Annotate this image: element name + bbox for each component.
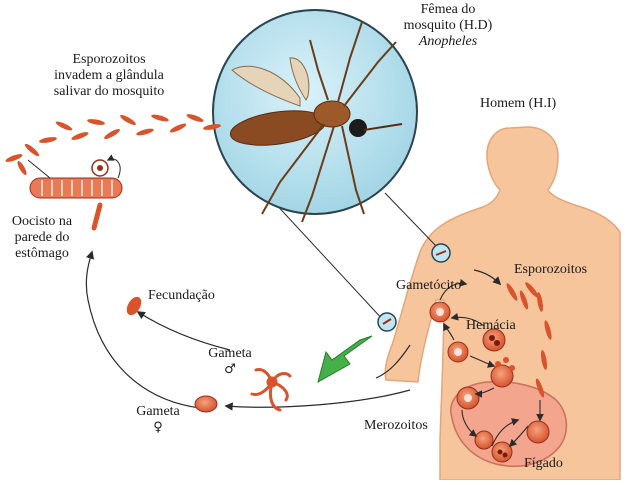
human-torso-icon bbox=[384, 126, 621, 481]
male-symbol: ♂ bbox=[224, 362, 236, 377]
label-man: Homem (H.I) bbox=[480, 96, 557, 111]
label-oocyst-line3: estômago bbox=[15, 246, 69, 261]
stomach-wall-icon bbox=[27, 154, 123, 231]
label-sporozoites-gland-line2: invadem a glândula bbox=[54, 68, 164, 83]
label-sporozoites: Esporozoitos bbox=[514, 262, 588, 277]
label-male-gamete-text: Gameta bbox=[208, 346, 252, 361]
blood-sample-lens-lower bbox=[377, 312, 397, 332]
female-gamete-cell bbox=[194, 395, 218, 413]
mosquito-icon bbox=[229, 21, 403, 223]
label-female-mosquito: Fêmea do mosquito (H.D) Anopheles bbox=[378, 2, 518, 50]
label-oocyst: Oocisto na parede do estômago bbox=[2, 214, 82, 262]
zygote-cell bbox=[126, 296, 142, 316]
label-oocyst-line1: Oocisto na bbox=[11, 214, 73, 229]
label-female-gamete-text: Gameta bbox=[136, 404, 180, 419]
sporozoites-in-blood bbox=[506, 282, 552, 398]
blood-sample-lens-upper bbox=[431, 243, 451, 263]
label-sporozoites-gland-line1: Esporozoitos bbox=[72, 52, 146, 67]
label-sporozoites-gland: Esporozoitos invadem a glândula salivar … bbox=[14, 52, 204, 100]
label-female-gamete: Gameta ♀ bbox=[128, 404, 188, 436]
female-symbol: ♀ bbox=[153, 420, 163, 435]
sporozoite-stream bbox=[5, 114, 221, 176]
label-red-cell: Hemácia bbox=[466, 318, 516, 333]
label-female-line2: mosquito (H.D) bbox=[403, 18, 493, 33]
label-oocyst-line2: parede do bbox=[14, 230, 70, 245]
label-male-gamete: Gameta ♂ bbox=[198, 346, 262, 378]
label-merozoites: Merozoitos bbox=[364, 418, 428, 433]
male-gamete-cell bbox=[250, 368, 292, 412]
label-female-species: Anopheles bbox=[418, 34, 478, 49]
label-female-line1: Fêmea do bbox=[420, 2, 476, 17]
green-arrow-icon bbox=[317, 335, 373, 384]
red-blood-cell-icon bbox=[429, 301, 550, 463]
label-liver: Fígado bbox=[524, 456, 563, 471]
label-gametocyte: Gametócito bbox=[396, 278, 462, 293]
label-sporozoites-gland-line3: salivar do mosquito bbox=[53, 84, 165, 99]
label-fecundation: Fecundação bbox=[148, 288, 215, 303]
